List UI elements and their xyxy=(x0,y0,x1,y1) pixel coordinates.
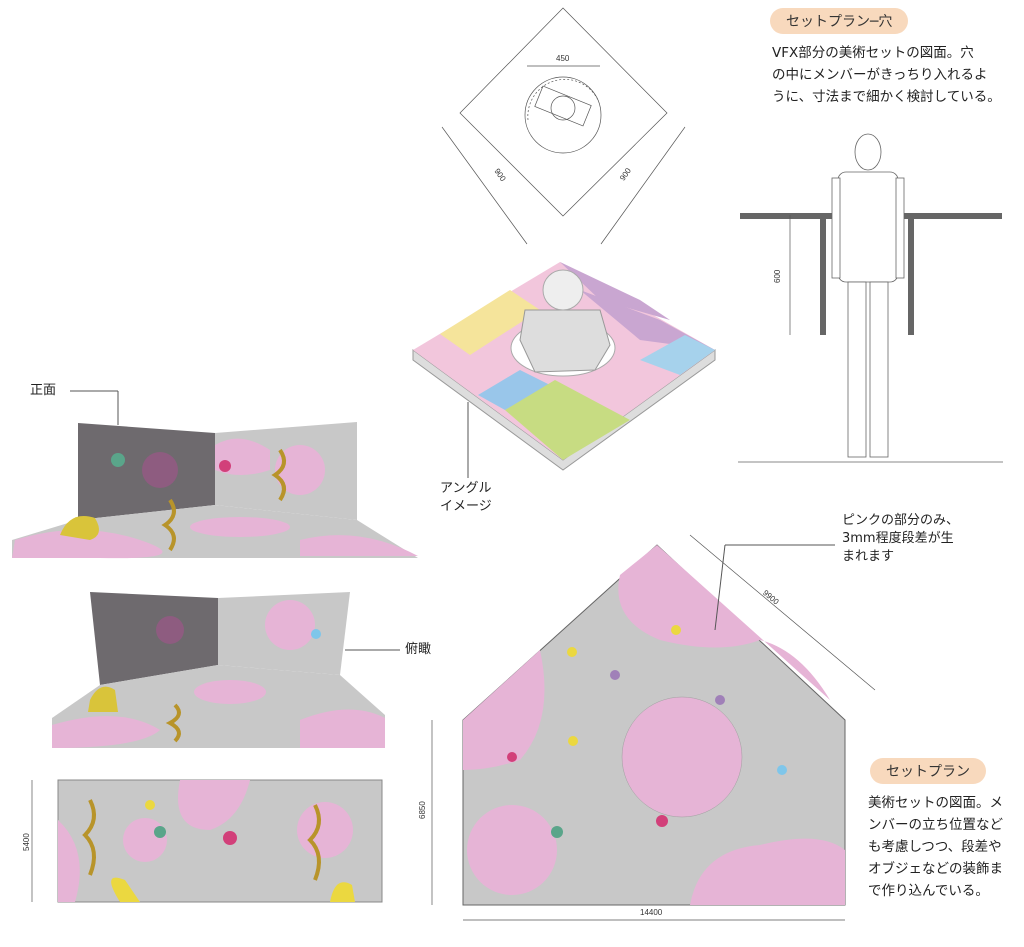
pink-note: ピンクの部分のみ、 3mm程度段差が生 まれます xyxy=(842,512,959,566)
note-line: ピンクの部分のみ、 xyxy=(842,513,960,528)
note-line: まれます xyxy=(842,549,895,564)
dim-900-left: 900 xyxy=(492,167,507,184)
desc-line: VFX部分の美術セットの図面。穴 xyxy=(772,45,974,61)
desc-line: の中にメンバーがきっちり入れるよ xyxy=(772,67,988,83)
desc-line: オブジェなどの装飾ま xyxy=(868,861,1003,877)
dim-14400: 14400 xyxy=(640,908,663,917)
overhead-label: 俯瞰 xyxy=(405,642,432,657)
desc-line: うに、寸法まで細かく検討している。 xyxy=(772,89,1001,105)
set-plan-drawing xyxy=(431,534,876,921)
note-line: 3mm程度段差が生 xyxy=(842,531,954,546)
label-line: アングル xyxy=(440,481,492,496)
overhead-view-drawing xyxy=(52,592,400,748)
dim-900-right: 900 xyxy=(618,166,633,183)
dim-6850: 6850 xyxy=(418,801,427,819)
desc-line: も考慮しつつ、段差や xyxy=(868,839,1002,855)
pit-section-drawing xyxy=(738,133,1003,463)
desc-line: 美術セットの図面。メ xyxy=(868,795,1003,811)
set-plan-description: 美術セットの図面。メ ンバーの立ち位置など も考慮しつつ、段差や オブジェなどの… xyxy=(868,792,1003,902)
angle-image-label: アングル イメージ xyxy=(440,480,492,516)
dim-600: 600 xyxy=(773,269,782,283)
desc-line: で作り込んでいる。 xyxy=(868,883,989,899)
elevation-drawing xyxy=(31,779,383,903)
angle-image-drawing xyxy=(412,262,716,478)
desc-line: ンバーの立ち位置など xyxy=(868,817,1003,833)
hole-plan-tag: セットプラン─穴 xyxy=(770,8,909,34)
label-line: イメージ xyxy=(440,499,492,514)
front-view-drawing xyxy=(12,390,418,559)
dim-450: 450 xyxy=(556,54,570,63)
hole-plan-description: VFX部分の美術セットの図面。穴 の中にメンバーがきっちり入れるよ うに、寸法ま… xyxy=(772,42,1001,108)
hole-plan-drawing xyxy=(441,7,686,245)
set-plan-tag: セットプラン xyxy=(870,758,986,784)
dim-5400: 5400 xyxy=(22,833,31,851)
front-label: 正面 xyxy=(30,383,57,398)
dim-9900: 9900 xyxy=(761,588,781,607)
